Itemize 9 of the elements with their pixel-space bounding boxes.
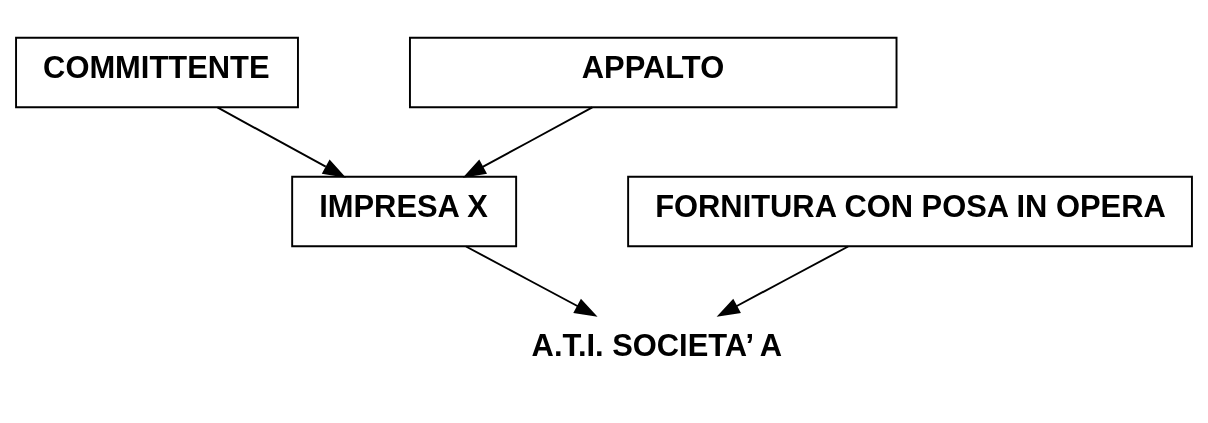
node-text: A.T.I. SOCIETA’ A bbox=[531, 327, 783, 363]
arrow bbox=[216, 106, 347, 178]
node-box: FORNITURA CON POSA IN OPERA bbox=[627, 175, 1193, 248]
arrow bbox=[462, 106, 594, 178]
node-box: COMMITTENTE bbox=[15, 36, 299, 109]
arrow bbox=[716, 245, 850, 317]
arrow bbox=[465, 245, 598, 317]
node-box: IMPRESA X bbox=[291, 175, 518, 248]
node-box: APPALTO bbox=[409, 36, 898, 109]
